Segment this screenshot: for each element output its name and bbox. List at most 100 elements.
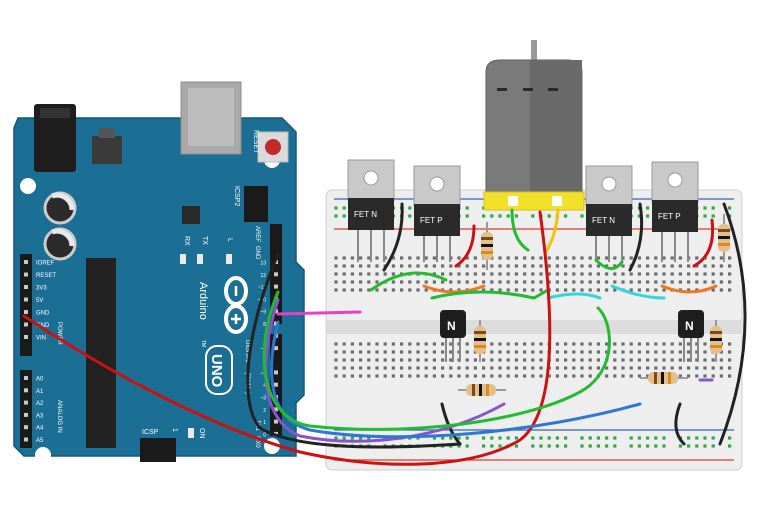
breadboard-hole [342,264,346,268]
breadboard-hole [728,256,732,260]
breadboard-hole [555,280,559,284]
breadboard-hole [416,256,420,260]
breadboard-hole [391,264,395,268]
rail-hole [334,436,338,440]
breadboard-hole [359,358,363,362]
breadboard-hole [670,272,674,276]
breadboard-hole [703,272,707,276]
fet-label: FET N [592,216,615,225]
breadboard-hole [408,342,412,346]
breadboard-hole [662,272,666,276]
header-pin [274,272,278,277]
breadboard-hole [424,280,428,284]
breadboard-hole [629,256,633,260]
rail-hole [629,436,633,440]
breadboard-hole [703,264,707,268]
breadboard-hole [539,272,543,276]
breadboard-hole [703,366,707,370]
dc-motor [483,40,585,211]
breadboard-hole [531,264,535,268]
breadboard-hole [482,366,486,370]
breadboard-hole [342,350,346,354]
breadboard-hole [629,374,633,378]
breadboard-hole [367,288,371,292]
breadboard-hole [596,342,600,346]
breadboard-hole [637,256,641,260]
breadboard-hole [580,256,584,260]
breadboard-hole [506,256,510,260]
breadboard-hole [572,280,576,284]
breadboard-hole [342,374,346,378]
arduino-logo [224,276,248,334]
breadboard-hole [662,366,666,370]
breadboard-hole [416,342,420,346]
breadboard-hole [564,374,568,378]
breadboard-hole [359,264,363,268]
breadboard-hole [572,288,576,292]
breadboard-hole [432,264,436,268]
breadboard-hole [383,350,387,354]
breadboard-hole [531,374,535,378]
breadboard-hole [416,280,420,284]
rail-hole [646,206,650,210]
breadboard-hole [621,350,625,354]
breadboard-hole [334,358,338,362]
header-pin [24,376,28,380]
breadboard-hole [465,342,469,346]
breadboard-hole [424,366,428,370]
breadboard-hole [383,272,387,276]
wire-black-fet-right [628,202,644,272]
breadboard-hole [391,374,395,378]
breadboard-hole [580,374,584,378]
digital-label: DIGITAL [244,340,250,364]
wire-green-motor [510,208,530,252]
rail-hole [654,436,658,440]
breadboard-hole [441,272,445,276]
breadboard-hole [514,366,518,370]
breadboard-hole [375,358,379,362]
breadboard-hole [391,256,395,260]
breadboard-hole [473,280,477,284]
breadboard-hole [359,342,363,346]
rail-hole [367,436,371,440]
rail-hole [678,444,682,448]
breadboard-hole [695,350,699,354]
pin-label: 1 [263,420,266,426]
breadboard-hole [334,350,338,354]
breadboard-hole [408,256,412,260]
power-header [20,254,32,356]
breadboard-hole [605,272,609,276]
breadboard-hole [465,280,469,284]
breadboard-hole [416,350,420,354]
breadboard-hole [572,358,576,362]
breadboard-hole [367,272,371,276]
header-pin [24,310,28,314]
breadboard-hole [408,350,412,354]
center-channel [326,320,742,334]
breadboard-hole [572,350,576,354]
header-pin [24,272,28,277]
breadboard-hole [391,272,395,276]
breadboard-hole [719,272,723,276]
rail-hole [711,436,715,440]
rail-hole [531,436,535,440]
breadboard-hole [662,288,666,292]
pin-label: A5 [36,438,44,444]
breadboard-hole [514,358,518,362]
pin-label: 3V3 [36,286,47,292]
wire-black-right-rail [718,202,747,446]
breadboard-hole [473,374,477,378]
breadboard-hole [646,366,650,370]
breadboard-hole [711,358,715,362]
breadboard-hole [621,374,625,378]
breadboard-hole [629,288,633,292]
breadboard-hole [678,358,682,362]
tx-led [197,254,203,264]
breadboard-hole [695,288,699,292]
breadboard-hole [482,358,486,362]
breadboard-hole [719,280,723,284]
voltage-regulator [92,136,122,164]
header-pin [274,407,278,412]
breadboard-hole [359,256,363,260]
breadboard-hole [572,256,576,260]
